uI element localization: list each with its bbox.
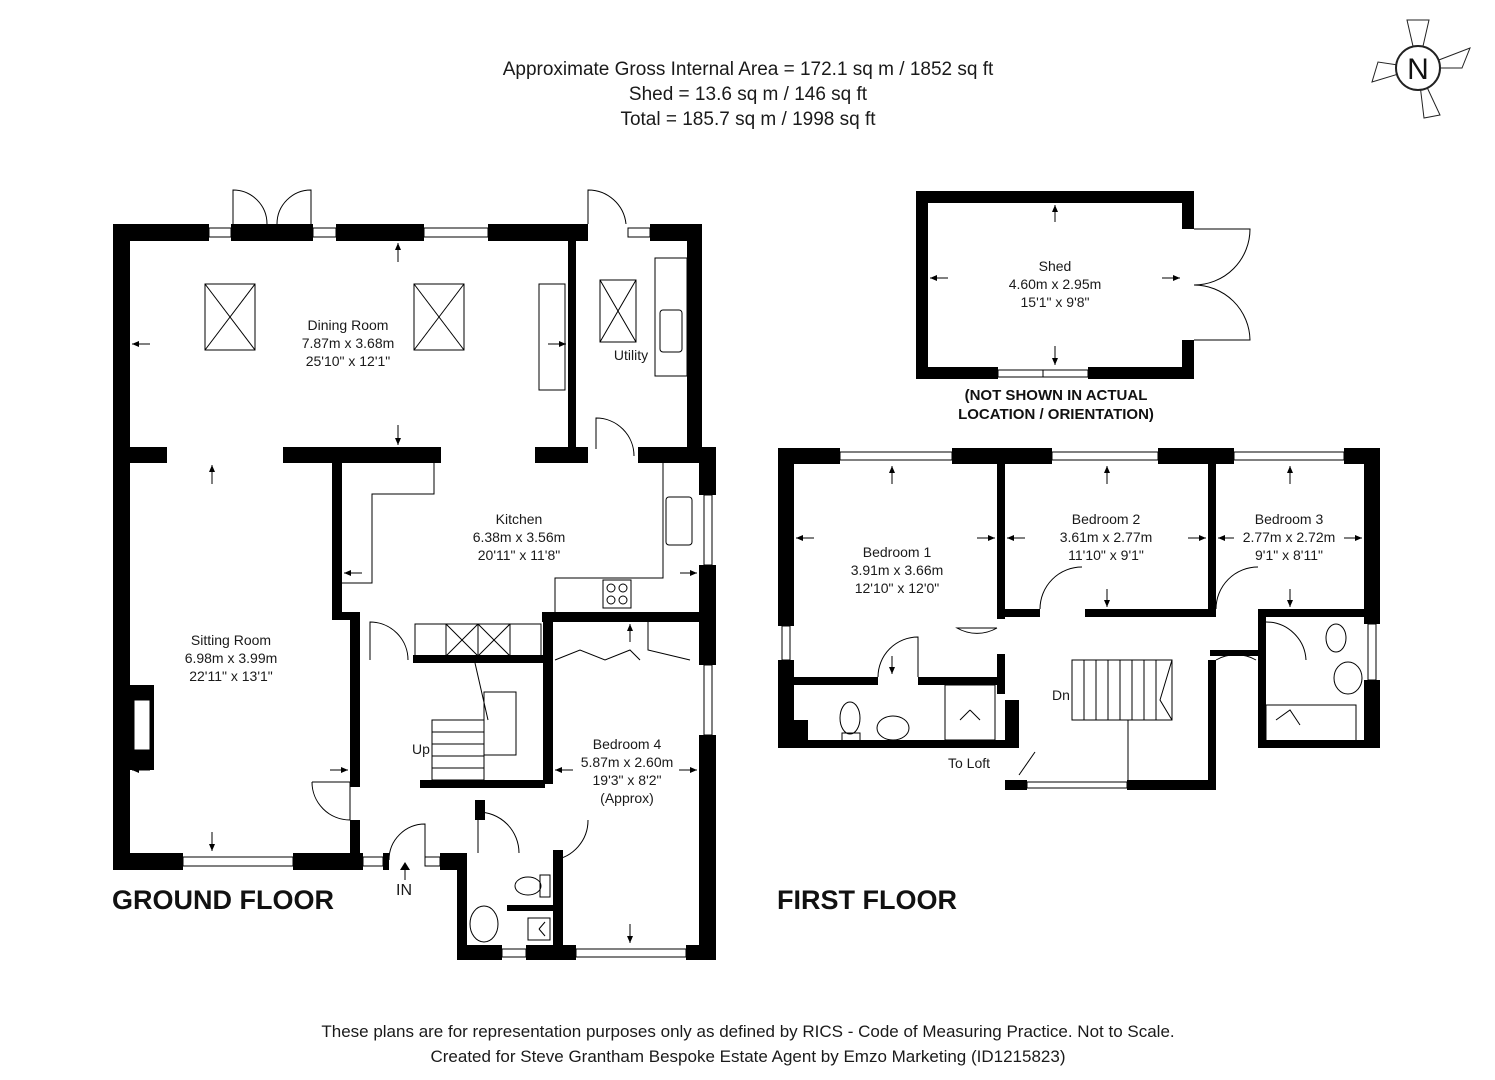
bedroom4-metric: 5.87m x 2.60m xyxy=(581,754,674,770)
ground-floor-arrows xyxy=(132,243,697,943)
bedroom3-imperial: 9'1" x 8'11" xyxy=(1255,547,1323,563)
bedroom1-name: Bedroom 1 xyxy=(863,544,932,560)
entrance-label: IN xyxy=(396,882,412,899)
first-stairs-label: Dn xyxy=(1052,687,1070,703)
first-floor-fixtures xyxy=(839,566,1363,780)
bedroom2-name: Bedroom 2 xyxy=(1072,511,1141,527)
dining-room-imperial: 25'10" x 12'1" xyxy=(306,353,391,369)
first-floor-walls xyxy=(778,448,1380,790)
compass-icon: N xyxy=(1371,19,1471,119)
bedroom2-metric: 3.61m x 2.77m xyxy=(1060,529,1153,545)
shed-imperial: 15'1" x 9'8" xyxy=(1021,294,1090,310)
shed-metric: 4.60m x 2.95m xyxy=(1009,276,1102,292)
sitting-room-imperial: 22'11" x 13'1" xyxy=(189,668,273,684)
shed-area-text: Shed = 13.6 sq m / 146 sq ft xyxy=(629,84,868,105)
sitting-room-metric: 6.98m x 3.99m xyxy=(185,650,278,666)
ground-floor-fixtures xyxy=(204,189,693,943)
shed-note-line1: (NOT SHOWN IN ACTUAL xyxy=(965,387,1148,404)
bedroom3-metric: 2.77m x 2.72m xyxy=(1243,529,1336,545)
kitchen-metric: 6.38m x 3.56m xyxy=(473,529,566,545)
shed-walls xyxy=(916,191,1251,379)
shed-arrows xyxy=(930,205,1180,365)
bedroom3-name: Bedroom 3 xyxy=(1255,511,1324,527)
kitchen-name: Kitchen xyxy=(496,511,543,527)
first-floor-arrows xyxy=(796,466,1362,674)
footer-disclaimer: These plans are for representation purpo… xyxy=(321,1022,1174,1041)
dining-room-metric: 7.87m x 3.68m xyxy=(302,335,395,351)
shed-note-line2: LOCATION / ORIENTATION) xyxy=(958,406,1154,423)
compass-letter: N xyxy=(1407,53,1429,86)
shed-name: Shed xyxy=(1039,258,1072,274)
ground-stairs-label: Up xyxy=(412,741,430,757)
bedroom4-note: (Approx) xyxy=(600,790,654,806)
bedroom1-metric: 3.91m x 3.66m xyxy=(851,562,944,578)
bedroom2-imperial: 11'10" x 9'1" xyxy=(1068,547,1144,563)
bedroom1-imperial: 12'10" x 12'0" xyxy=(855,580,940,596)
bedroom4-name: Bedroom 4 xyxy=(593,736,662,752)
dining-room-name: Dining Room xyxy=(308,317,389,333)
total-area-text: Total = 185.7 sq m / 1998 sq ft xyxy=(620,109,876,130)
ground-floor-title: GROUND FLOOR xyxy=(112,885,334,915)
loft-label: To Loft xyxy=(948,755,990,771)
sitting-room-name: Sitting Room xyxy=(191,632,271,648)
gross-area-text: Approximate Gross Internal Area = 172.1 … xyxy=(503,59,994,80)
first-floor-title: FIRST FLOOR xyxy=(777,885,957,915)
footer-credit: Created for Steve Grantham Bespoke Estat… xyxy=(430,1047,1065,1066)
bedroom4-imperial: 19'3" x 8'2" xyxy=(593,772,662,788)
ground-floor-walls xyxy=(113,224,716,960)
kitchen-imperial: 20'11" x 11'8" xyxy=(478,547,561,563)
utility-name: Utility xyxy=(614,347,648,363)
